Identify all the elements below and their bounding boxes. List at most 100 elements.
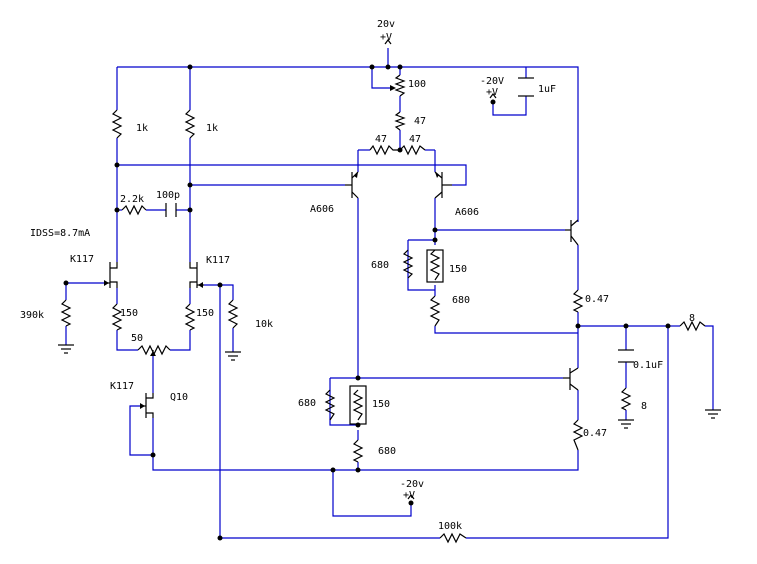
junction-dot [217,282,223,288]
label-r-680-d: 680 [378,446,396,457]
bjt-out-top-leads [570,219,579,227]
junction-dot [217,535,223,541]
resistor-47-right [399,144,426,156]
label-bias-in-r: 390k [20,310,44,321]
components [58,39,721,544]
junction-dot [408,500,414,506]
label-load-r-left: 1k [136,123,148,134]
bjt-vas-left-arrow [354,172,358,178]
junction-dot [355,467,361,473]
junction-dot [187,64,193,70]
resistor-47-left [369,144,400,156]
output-top-wire [577,312,668,327]
junction-dot [330,467,336,473]
resistor-47-vertical [394,111,406,131]
bjt-out-top-leads [570,235,579,246]
resistor-680-c [324,389,336,421]
speaker-wire [705,325,714,410]
resistor-390k [60,299,72,327]
label-decoupling-cap: 1uF [538,84,556,95]
label-bias-r: 47 [414,116,426,127]
label-r-680-a: 680 [371,260,389,271]
label-emitter-r-left: 47 [375,134,387,145]
junction-dot [63,280,69,286]
jfet-right-arrow [198,282,203,288]
supply-neg-bottom-symbol [407,494,415,500]
supply-pos-symbol [384,39,392,45]
bjt-vas-right-leads [434,191,443,199]
junction-dot [114,162,120,168]
resistor-150-b-box [349,385,367,425]
bjt-vas-right-arrow [435,172,439,178]
pot-wire [371,67,390,89]
pot-100 [394,74,406,97]
feedback-wire [466,326,669,539]
resistor-2-2k [121,204,147,216]
resistor-1k-left [111,109,123,139]
junction-dot [397,64,403,70]
label-r-150-b: 150 [372,399,390,410]
vas-left-bias-wire [329,378,358,426]
source-left-wire [116,330,138,351]
input-right-wire [204,284,440,539]
resistor-1k-right [184,109,196,139]
label-jfet-left: K117 [70,254,94,265]
input-left-wire [65,282,104,300]
wires [65,48,714,539]
junction-dot [114,207,120,213]
jfet-left-leads [110,262,118,269]
junction-dot [150,452,156,458]
label-neg-supply-bottom: -20v [400,479,424,490]
labels: 20v +V 100 47 47 47 -20V +V 1uF 1k 1k 2.… [20,19,695,532]
resistor-150-a-box [426,249,444,283]
label-series-r: 2.2k [120,194,144,205]
ccs-wire [152,418,579,471]
pot-50-arrow [150,351,156,356]
junction-dot [490,99,496,105]
label-trim-pot: 100 [408,79,426,90]
bjt-out-bottom-leads [569,367,579,374]
label-jfet-right: K117 [206,255,230,266]
jfet-left-leads [110,281,118,288]
label-ccs-jfet: K117 [110,381,134,392]
ground-icon [58,344,74,354]
label-balance-pot: 50 [131,333,143,344]
label-zobel-cap: 0.1uF [633,360,663,371]
jfet-ccs-leads [146,412,154,418]
junction-dot [355,375,361,381]
jfet-right-leads [189,262,197,269]
bjt-out-bottom-leads [569,383,579,391]
resistor-zobel-8 [620,387,632,411]
neg-rail-wire [332,470,412,517]
jfet-ccs-leads [146,393,154,399]
junction-dot [385,64,391,70]
label-speaker: 8 [689,313,695,324]
junction-dot [187,207,193,213]
label-vas-right: A606 [455,207,479,218]
resistor-680-d [352,439,364,463]
source-right-wire [170,330,191,351]
label-r-680-c: 680 [298,398,316,409]
junction-dot [369,64,375,70]
resistor-047-bottom [572,419,584,451]
label-r-680-b: 680 [452,295,470,306]
resistor-680-a [402,249,414,279]
resistor-150-left [111,303,123,331]
cross-wire-1 [117,164,467,186]
ground-icon [618,419,634,429]
resistor-100k [439,532,467,544]
decoupling-wire [492,96,527,116]
resistor-10k [227,299,239,329]
label-load-r-right: 1k [206,123,218,134]
bjt-vas-left-leads [351,191,359,199]
label-source-r-right: 150 [196,308,214,319]
resistor-150-a [429,249,441,281]
junction-dot [397,147,403,153]
input-right-wire [220,284,234,300]
junction-dot [355,422,361,428]
jfet-right-leads [189,281,197,288]
ground-icon [225,351,241,361]
label-source-r-left: 150 [120,308,138,319]
